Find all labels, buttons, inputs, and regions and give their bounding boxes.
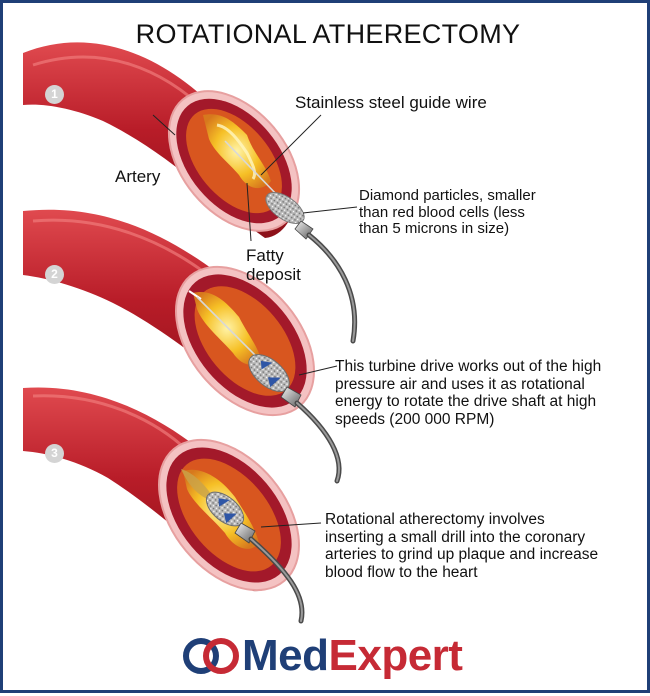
leader-fatty-deposit [246,182,252,242]
label-diamond-particles: Diamond particles, smaller than red bloo… [359,187,536,237]
medexpert-logo: MedExpert [181,628,511,684]
artery-stage-3 [23,387,305,624]
label-artery: Artery [115,167,161,186]
leader-procedure [260,522,322,528]
brand-expert: Expert [328,631,463,680]
page-title: ROTATIONAL ATHERECTOMY [135,19,521,49]
leader-turbine [298,365,338,376]
step-badge-1: 1 [45,85,64,104]
leader-lines [152,114,358,528]
label-guide-wire: Stainless steel guide wire [295,93,487,112]
brand-wordmark: MedExpert [242,628,463,684]
step-badge-3: 3 [45,444,64,463]
artery-stage-1 [23,42,358,344]
brand-med: Med [242,631,329,680]
atherectomy-illustration [23,42,358,624]
step-badge-2: 2 [45,265,64,284]
leader-diamond [302,206,358,214]
leader-artery [152,114,176,136]
medexpert-rings-icon [183,638,239,674]
label-procedure: Rotational atherectomy involves insertin… [325,511,599,581]
artery-stage-2 [23,209,342,484]
leader-guide-wire [260,114,322,176]
label-turbine-drive: This turbine drive works out of the high… [335,358,602,428]
label-fatty-deposit: Fatty deposit [246,246,301,284]
